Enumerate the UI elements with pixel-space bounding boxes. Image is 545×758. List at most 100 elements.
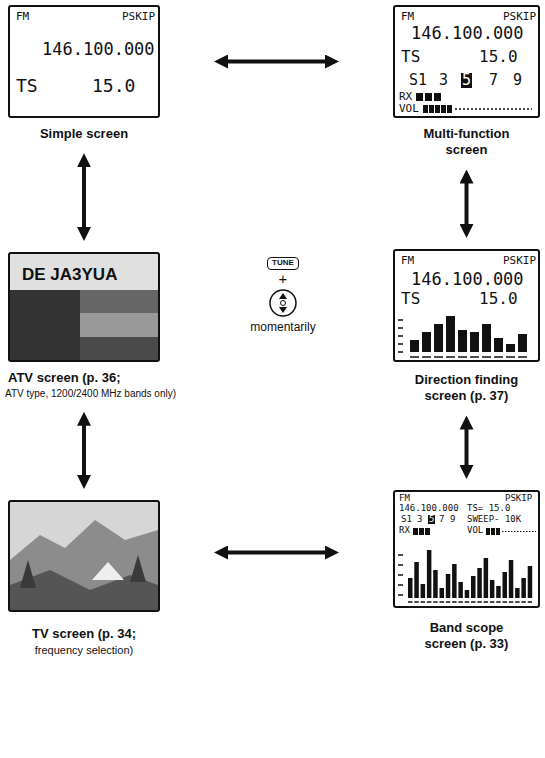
- rx-meter-block: [425, 93, 432, 101]
- scope-bar: [452, 564, 457, 598]
- channel-dashes: [408, 601, 532, 603]
- rx-meter-block: [413, 528, 418, 535]
- lcd-readout: FM: [401, 11, 414, 22]
- lcd-readout: S1: [409, 73, 427, 88]
- lcd-readout: RX: [399, 526, 410, 535]
- lcd-frame: DE JA3YUA: [8, 252, 160, 362]
- scope-bar: [408, 578, 413, 598]
- lcd-readout: 5: [428, 515, 435, 524]
- tv-picture: [10, 520, 158, 610]
- rx-meter-block: [419, 528, 424, 535]
- screen-caption: ATV type, 1200/2400 MHz bands only): [5, 388, 160, 401]
- lcd-readout: 9: [513, 73, 522, 88]
- signal-bar: [494, 338, 503, 352]
- scope-bar: [503, 572, 508, 598]
- lcd-frame: FMPSKIP146.100.000TS15.0: [8, 5, 160, 118]
- lcd-readout: 3: [417, 515, 422, 524]
- volume-segment: [435, 105, 440, 113]
- tv-picture: [130, 555, 146, 582]
- screen-caption: TV screen (p. 34;: [8, 626, 160, 642]
- lcd-frame: FMPSKIP146.100.000TS15.0: [393, 249, 540, 362]
- operation-note: momentarily: [223, 321, 343, 333]
- joystick-center: [281, 301, 286, 306]
- scope-bar: [477, 568, 482, 598]
- rx-meter-block: [425, 528, 430, 535]
- signal-bar: [434, 324, 443, 352]
- lcd-readout: RX: [399, 91, 412, 102]
- lcd-readout: 15.0: [92, 77, 135, 95]
- lcd-readout: 146.100.000: [399, 504, 459, 513]
- scope-bar: [528, 566, 533, 598]
- scope-bar: [515, 588, 520, 598]
- atv-screen: DE JA3YUA ATV screen (p. 36; ATV type, 120…: [8, 252, 160, 401]
- screen-caption: frequency selection): [8, 644, 160, 658]
- lcd-readout: 3: [439, 73, 448, 88]
- lcd-frame: FMPSKIP146.100.000TS15.0S13579RXVOL: [393, 5, 540, 118]
- scope-bar: [414, 562, 419, 598]
- atv-picture: [10, 254, 158, 360]
- channel-dashes: [410, 356, 527, 358]
- tv-picture: [92, 562, 124, 580]
- lcd-readout: 146.100.000: [411, 271, 524, 288]
- screen-caption: Simple screen: [8, 126, 160, 142]
- scope-bar: [496, 586, 501, 598]
- double-arrow: [465, 427, 469, 469]
- lcd-readout: TS: [401, 49, 420, 65]
- lcd-readout: FM: [16, 11, 29, 22]
- scope-bar: [521, 578, 526, 598]
- lcd-readout: 15.0: [479, 49, 518, 65]
- lcd-readout: VOL: [467, 526, 483, 535]
- direction-finding-screen: FMPSKIP146.100.000TS15.0Direction findin…: [393, 249, 540, 405]
- double-arrow: [465, 181, 469, 228]
- lcd-readout: 9: [450, 515, 455, 524]
- atv-picture: [80, 313, 158, 337]
- lcd-readout: TS: [401, 291, 420, 307]
- plus-sign: +: [223, 271, 343, 286]
- scope-bar: [471, 576, 476, 598]
- callsign-text: DE JA3YUA: [22, 266, 117, 283]
- volume-segment: [441, 105, 446, 113]
- volume-segment: [447, 105, 452, 113]
- volume-segment: [486, 528, 490, 535]
- lcd-readout: PSKIP: [122, 11, 155, 22]
- scope-bar: [509, 560, 514, 598]
- connector-layer: [84, 62, 467, 553]
- lcd-readout: TS: [16, 77, 38, 95]
- lcd-readout: VOL: [399, 103, 419, 114]
- lcd-frame: FMPSKIP146.100.000TS= 15.0S13579SWEEP- 1…: [393, 490, 540, 608]
- volume-segment: [491, 528, 495, 535]
- signal-bar: [422, 332, 431, 352]
- scope-bar: [427, 550, 432, 598]
- signal-bar: [410, 340, 419, 352]
- lcd-readout: 146.100.000: [411, 25, 524, 42]
- lcd-readout: 15.0: [479, 291, 518, 307]
- joystick-icon: [270, 290, 296, 316]
- lcd-readout: SWEEP- 10K: [467, 515, 521, 524]
- volume-scale: [502, 531, 536, 532]
- double-arrow: [225, 60, 328, 64]
- scope-bar: [465, 590, 470, 598]
- lcd-readout: S1: [401, 515, 412, 524]
- screen-caption: ATV screen (p. 36;: [8, 370, 160, 386]
- lcd-readout: 7: [439, 515, 444, 524]
- tune-key: TUNE: [267, 257, 299, 270]
- screen-caption: Band scope screen (p. 33): [417, 620, 517, 653]
- atv-picture: [80, 337, 158, 360]
- scope-bar: [458, 582, 463, 598]
- signal-bar: [446, 316, 455, 352]
- atv-picture: [80, 290, 158, 313]
- atv-picture: [10, 254, 158, 290]
- volume-scale: [455, 108, 532, 110]
- simple-screen: FMPSKIP146.100.000TS15.0Simple screen: [8, 5, 160, 142]
- scope-bar: [446, 574, 451, 598]
- lcd-readout: TS= 15.0: [467, 504, 510, 513]
- volume-segment: [496, 528, 500, 535]
- lcd-readout: PSKIP: [503, 11, 536, 22]
- tv-picture: [20, 560, 36, 588]
- screen-caption: Multi-function screen: [407, 126, 527, 159]
- lcd-readout: 5: [461, 73, 472, 88]
- rx-meter-block: [434, 93, 441, 101]
- signal-bar: [458, 330, 467, 352]
- tv-screen: TV screen (p. 34; frequency selection): [8, 500, 160, 658]
- volume-segment: [429, 105, 434, 113]
